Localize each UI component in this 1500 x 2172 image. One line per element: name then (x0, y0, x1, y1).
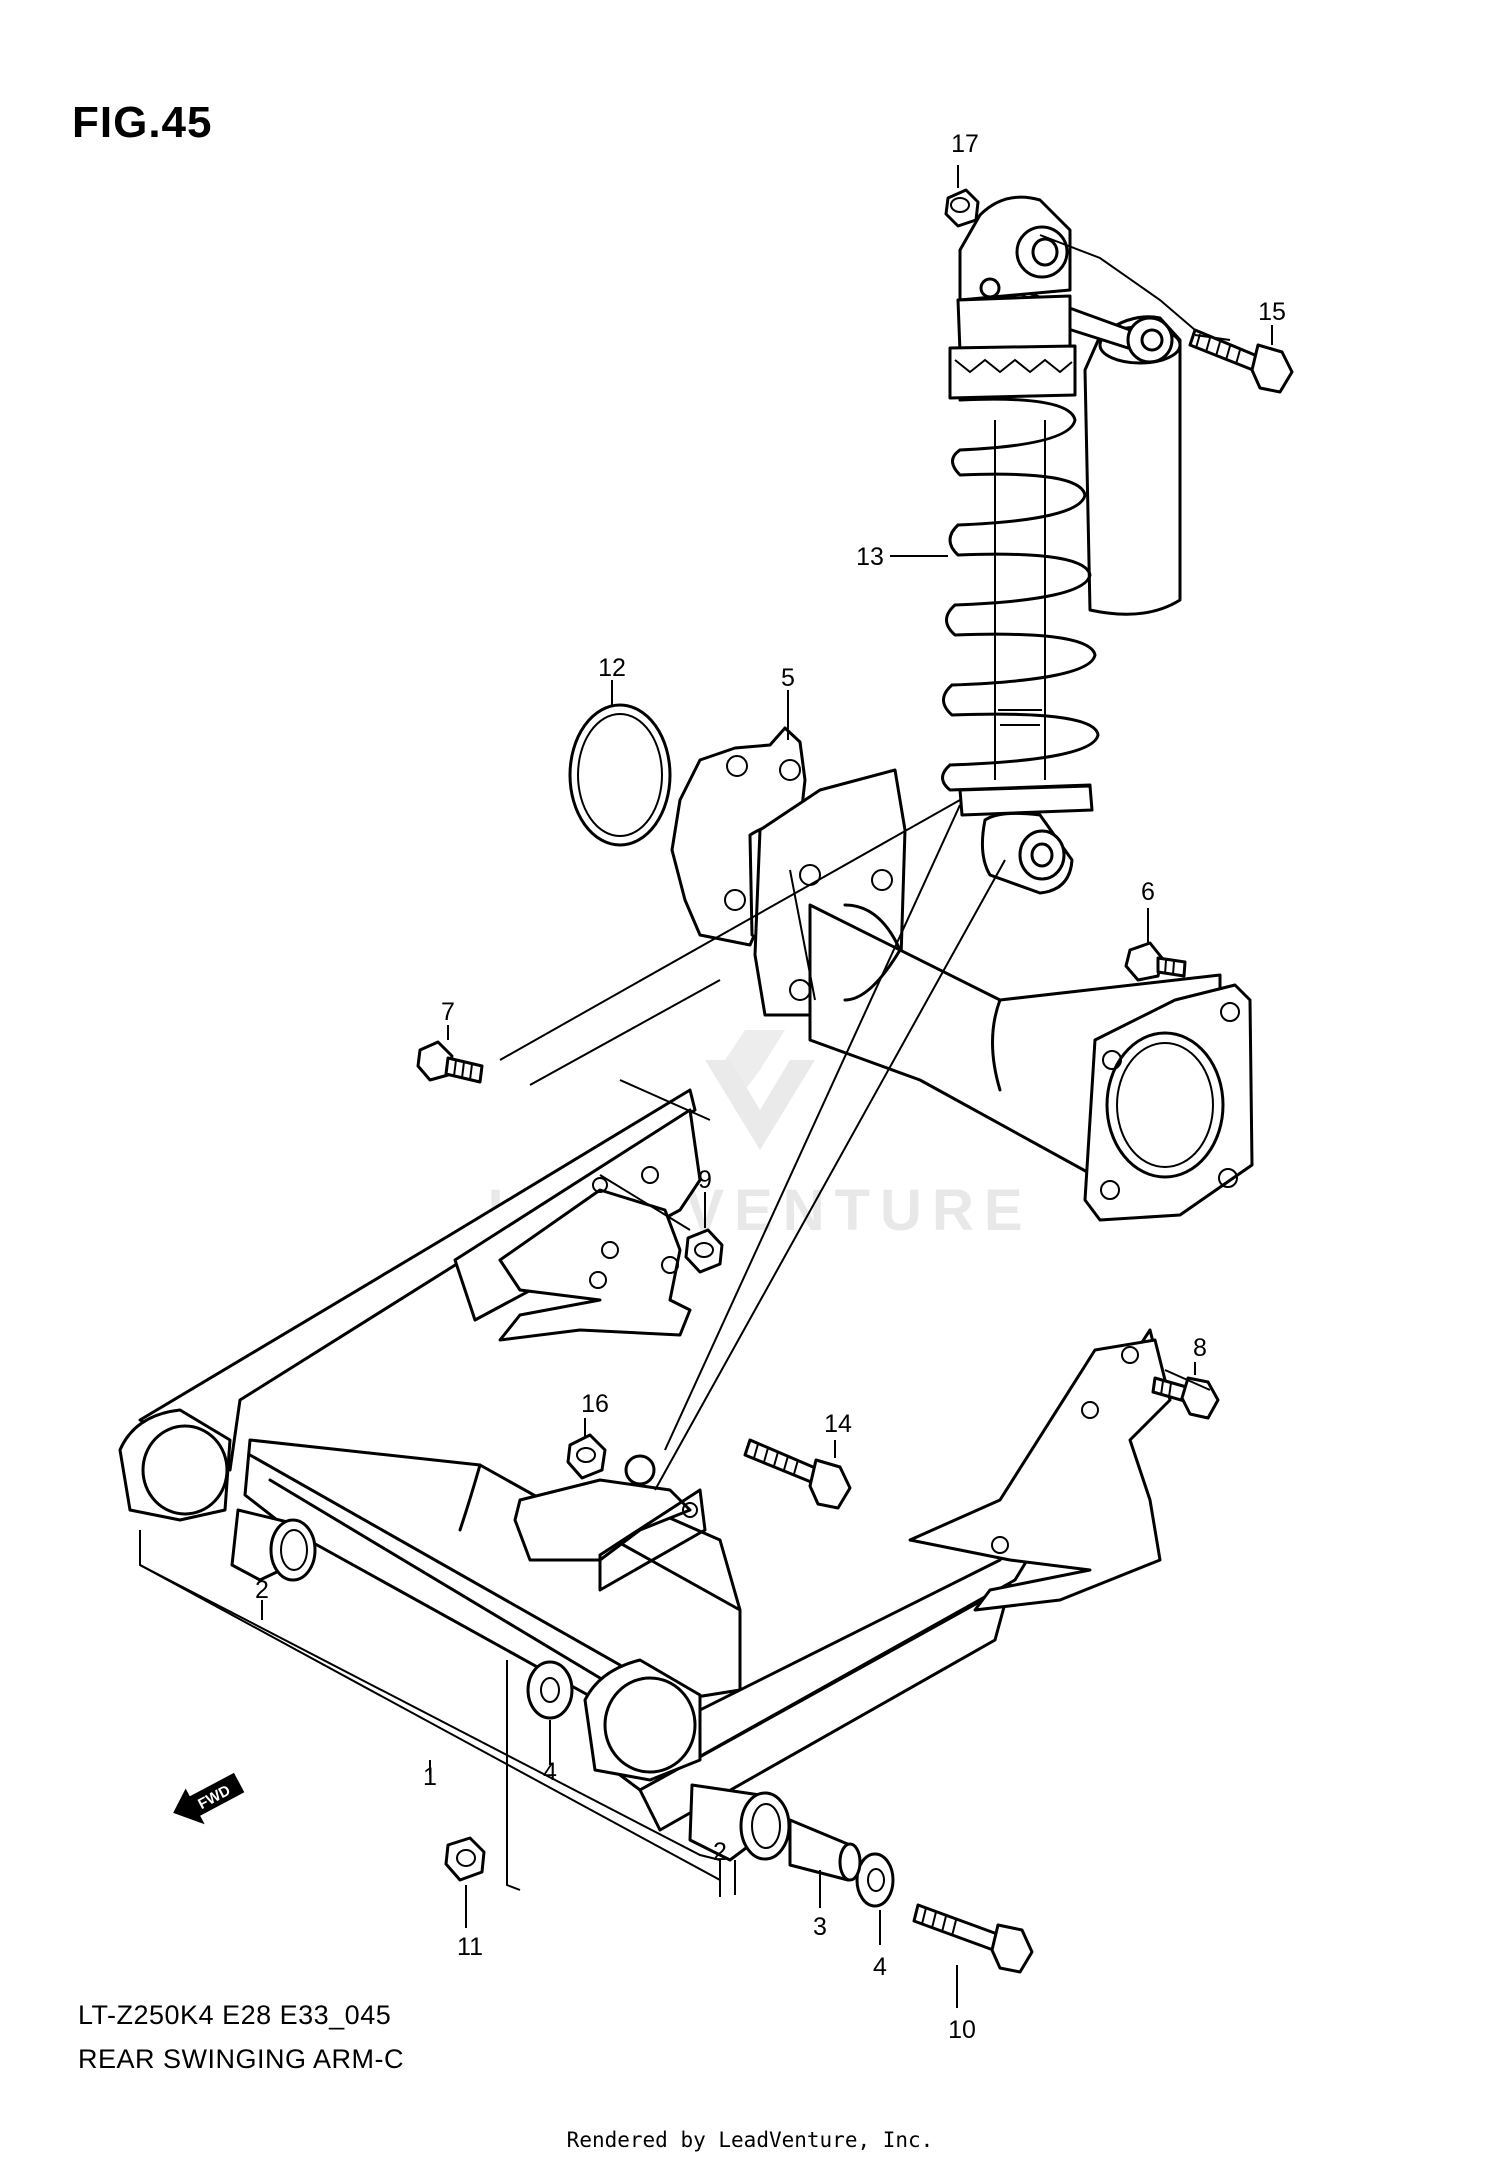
diagram-name: REAR SWINGING ARM-C (78, 2044, 405, 2074)
part-2-bearing-left[interactable] (230, 1508, 317, 1582)
callout-14[interactable]: 14 (824, 1410, 852, 1438)
callout-4-lower[interactable]: 4 (873, 1953, 887, 1981)
part-17-nut[interactable] (944, 188, 980, 228)
callout-2-right[interactable]: 2 (713, 1838, 727, 1866)
part-15-bolt[interactable] (1188, 328, 1294, 394)
callout-10[interactable]: 10 (948, 2016, 976, 2044)
part-10-pivot-bolt[interactable] (912, 1903, 1034, 1974)
callout-3[interactable]: 3 (813, 1913, 827, 1941)
callout-12[interactable]: 12 (598, 654, 626, 682)
part-14-bolt[interactable] (743, 1438, 852, 1510)
callout-4-upper[interactable]: 4 (543, 1758, 557, 1786)
callout-13[interactable]: 13 (856, 543, 884, 571)
callout-8[interactable]: 8 (1193, 1334, 1207, 1362)
part-4-washer-upper[interactable] (526, 1660, 574, 1720)
part-7-bolt[interactable] (416, 1040, 484, 1084)
axle-housing (753, 768, 1254, 1222)
part-3-spacer[interactable] (788, 1818, 862, 1882)
render-credit: Rendered by LeadVenture, Inc. (566, 2128, 934, 2152)
leader-lines (139, 165, 1273, 2008)
part-2-bearing-right[interactable] (688, 1783, 791, 1862)
part-9-nut[interactable] (684, 1228, 724, 1274)
part-16-nut[interactable] (566, 1433, 607, 1480)
part-6-bolt[interactable] (1124, 941, 1187, 982)
part-11-nut[interactable] (444, 1836, 486, 1882)
callout-9[interactable]: 9 (698, 1166, 712, 1194)
callout-5[interactable]: 5 (781, 664, 795, 692)
callout-labels: 1 2 2 3 4 4 5 6 7 8 9 10 11 12 13 14 15 … (255, 130, 1286, 2044)
callout-15[interactable]: 15 (1258, 298, 1286, 326)
model-code: LT-Z250K4 E28 E33_045 (78, 2000, 392, 2030)
part-13-rear-shock[interactable] (941, 195, 1182, 895)
callout-7[interactable]: 7 (441, 998, 455, 1026)
part-4-washer-lower[interactable] (855, 1852, 895, 1908)
callout-17[interactable]: 17 (951, 130, 979, 158)
callout-16[interactable]: 16 (581, 1390, 609, 1418)
part-8-bolt[interactable] (1151, 1376, 1220, 1420)
callout-6[interactable]: 6 (1141, 878, 1155, 906)
fwd-arrow-icon (173, 1772, 245, 1825)
forward-arrow: FWD (173, 1772, 245, 1825)
callout-2-left[interactable]: 2 (255, 1576, 269, 1604)
callout-11[interactable]: 11 (457, 1933, 483, 1961)
part-1-swing-arm[interactable] (118, 1088, 1172, 1832)
callout-1[interactable]: 1 (423, 1763, 437, 1791)
part-12-o-ring[interactable] (568, 703, 672, 847)
figure-title: FIG.45 (72, 98, 213, 147)
